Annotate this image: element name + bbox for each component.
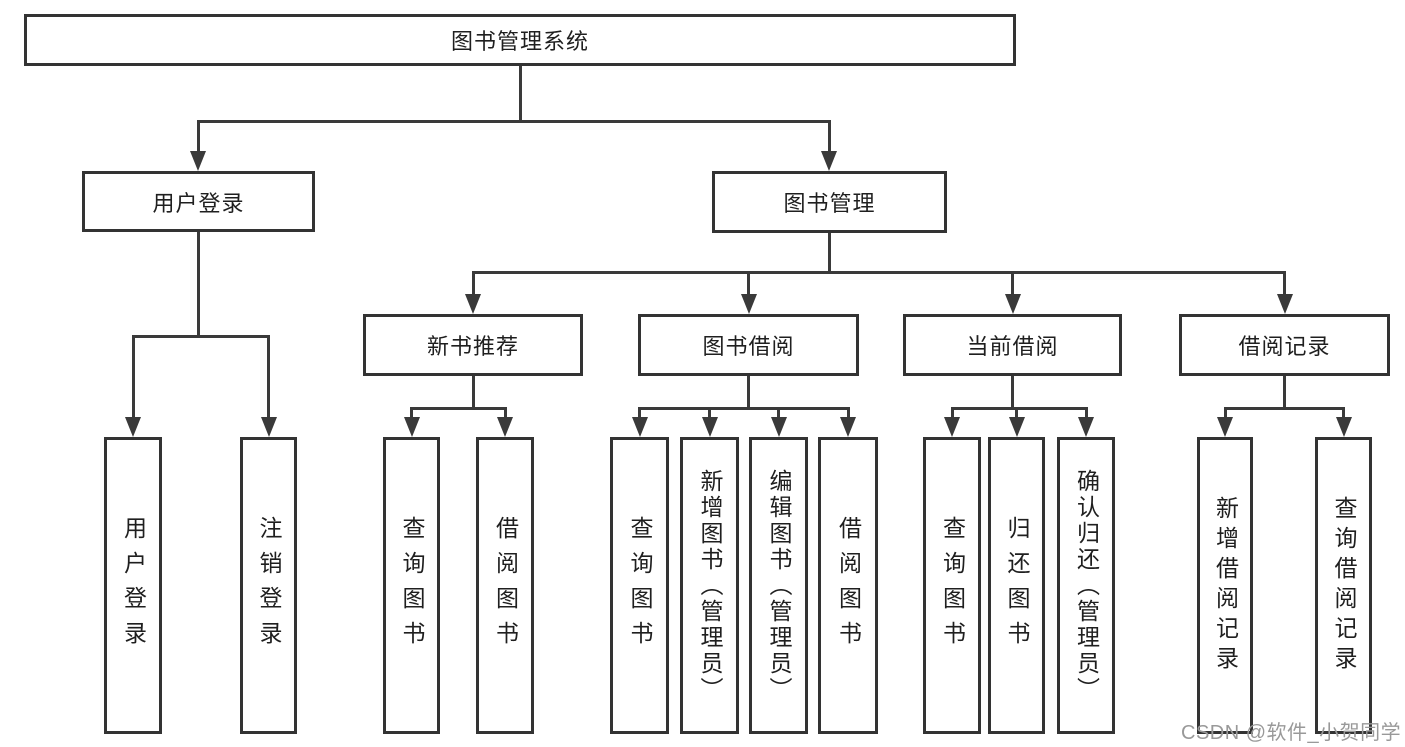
connector-v-line: [828, 120, 831, 151]
connector-arrow-down: [944, 417, 960, 437]
connector-v-line: [846, 407, 850, 417]
connector-v-line: [708, 407, 711, 417]
node-current-borrow: 当前借阅: [903, 314, 1122, 376]
connector-arrow-down: [1078, 417, 1094, 437]
node-new-book-recommend: 新书推荐: [363, 314, 583, 376]
connector-v-line: [747, 376, 750, 407]
connector-v-line: [1283, 271, 1286, 294]
connector-arrow-down: [190, 151, 206, 171]
node-label: 借阅图书: [835, 515, 862, 656]
connector-h-line: [410, 407, 507, 410]
node-user-login: 用户登录: [82, 171, 315, 232]
connector-h-line: [638, 407, 850, 410]
node-label: 图书管理系统: [450, 29, 589, 54]
connector-h-line: [471, 271, 1286, 274]
node-label: 归还图书: [1004, 515, 1030, 656]
connector-v-line: [267, 335, 270, 417]
node-label: 查询图书: [399, 515, 425, 656]
node-label: 借阅记录: [1238, 334, 1331, 359]
connector-arrow-down: [840, 417, 856, 437]
node-label: 查询借阅记录: [1331, 495, 1357, 676]
connector-v-line: [950, 407, 954, 417]
node-leaf-query-book-3: 查询图书: [923, 437, 981, 734]
connector-arrow-down: [1217, 417, 1233, 437]
node-leaf-return-book: 归还图书: [988, 437, 1045, 734]
connector-v-line: [1283, 376, 1286, 407]
connector-v-line: [1342, 407, 1345, 417]
connector-v-line: [131, 335, 135, 417]
node-label: 注销登录: [256, 515, 282, 656]
node-root: 图书管理系统: [24, 14, 1016, 66]
node-label: 查询图书: [627, 515, 653, 656]
node-label: 查询图书: [939, 515, 966, 656]
connector-v-line: [410, 407, 413, 417]
node-book-management: 图书管理: [712, 171, 947, 233]
node-leaf-add-borrow-record: 新增借阅记录: [1197, 437, 1253, 734]
connector-v-line: [518, 66, 522, 120]
connector-arrow-down: [1335, 417, 1352, 437]
node-label: 新增图书（管理员）: [697, 468, 723, 703]
node-leaf-borrow-book-1: 借阅图书: [476, 437, 534, 734]
connector-arrow-down: [1004, 294, 1021, 314]
node-label: 新增借阅记录: [1212, 495, 1239, 676]
node-leaf-query-book-2: 查询图书: [610, 437, 669, 734]
connector-arrow-down: [465, 294, 481, 314]
node-leaf-confirm-return-admin: 确认归还（管理员）: [1057, 437, 1115, 734]
connector-arrow-down: [125, 417, 141, 437]
connector-v-line: [638, 407, 641, 417]
node-leaf-user-login: 用户登录: [104, 437, 162, 734]
connector-v-line: [197, 120, 200, 151]
connector-arrow-down: [403, 417, 420, 437]
node-leaf-add-book-admin: 新增图书（管理员）: [680, 437, 739, 734]
connector-arrow-down: [821, 151, 837, 171]
connector-v-line: [1011, 376, 1014, 407]
connector-v-line: [1011, 271, 1014, 294]
node-label: 图书借阅: [702, 334, 795, 359]
connector-arrow-down: [740, 294, 757, 314]
connector-v-line: [1084, 407, 1088, 417]
node-leaf-query-borrow-record: 查询借阅记录: [1315, 437, 1372, 734]
node-leaf-logout: 注销登录: [240, 437, 297, 734]
node-label: 新书推荐: [426, 334, 519, 359]
node-leaf-edit-book-admin: 编辑图书（管理员）: [749, 437, 808, 734]
node-label: 编辑图书（管理员）: [766, 468, 792, 703]
node-label: 借阅图书: [492, 515, 519, 656]
node-book-borrow: 图书借阅: [638, 314, 859, 376]
connector-v-line: [828, 233, 831, 271]
connector-v-line: [1015, 407, 1018, 417]
connector-v-line: [471, 376, 475, 407]
connector-arrow-down: [631, 417, 648, 437]
node-label: 用户登录: [120, 515, 147, 656]
connector-arrow-down: [497, 417, 513, 437]
connector-v-line: [1223, 407, 1227, 417]
connector-v-line: [777, 407, 780, 417]
connector-arrow-down: [260, 417, 277, 437]
connector-arrow-down: [1276, 294, 1293, 314]
node-leaf-borrow-book-2: 借阅图书: [818, 437, 878, 734]
node-leaf-query-book-1: 查询图书: [383, 437, 440, 734]
connector-h-line: [197, 120, 831, 123]
connector-h-line: [950, 407, 1088, 410]
connector-arrow-down: [1008, 417, 1025, 437]
node-label: 确认归还（管理员）: [1073, 468, 1100, 703]
connector-v-line: [197, 232, 200, 335]
connector-h-line: [1223, 407, 1345, 410]
connector-arrow-down: [701, 417, 718, 437]
node-label: 图书管理: [783, 191, 876, 216]
watermark: CSDN @软件_小贺同学: [1181, 722, 1402, 744]
connector-v-line: [471, 271, 475, 294]
connector-arrow-down: [770, 417, 787, 437]
node-label: 用户登录: [152, 190, 245, 216]
connector-h-line: [131, 335, 269, 338]
node-label: 当前借阅: [966, 334, 1059, 359]
connector-v-line: [503, 407, 507, 417]
connector-v-line: [747, 271, 750, 294]
node-borrow-records: 借阅记录: [1179, 314, 1390, 376]
